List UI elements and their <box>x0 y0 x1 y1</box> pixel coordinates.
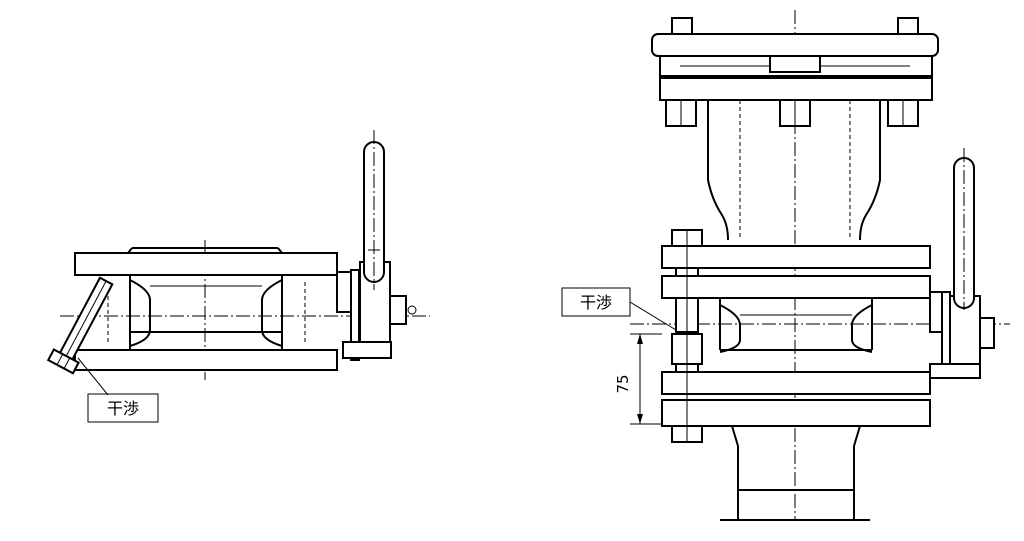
left-interference-label: 干渉 <box>107 399 139 418</box>
left-handle-nut <box>389 295 407 325</box>
right-flange-4 <box>661 399 931 427</box>
left-interference-callout: 干渉 <box>87 393 159 423</box>
left-side-plate <box>336 271 352 313</box>
right-valve-view: 75 干渉 <box>561 10 1010 521</box>
right-interference-label: 干渉 <box>580 293 612 312</box>
right-upper-flange <box>659 77 933 101</box>
right-flange-3 <box>661 371 931 395</box>
left-top-flange <box>74 252 338 276</box>
left-valve-view: 干渉 <box>46 130 430 423</box>
left-bottom-flange <box>74 349 338 371</box>
right-interference-callout: 干渉 <box>561 287 631 317</box>
right-flange-1 <box>661 245 931 269</box>
right-handle-nut <box>979 317 995 349</box>
right-flange-2 <box>661 275 931 299</box>
left-tilted-bolt <box>46 276 114 375</box>
right-top-cover <box>651 33 939 57</box>
spacing-dimension: 75 <box>614 333 662 425</box>
dimension-75-label: 75 <box>614 374 632 393</box>
